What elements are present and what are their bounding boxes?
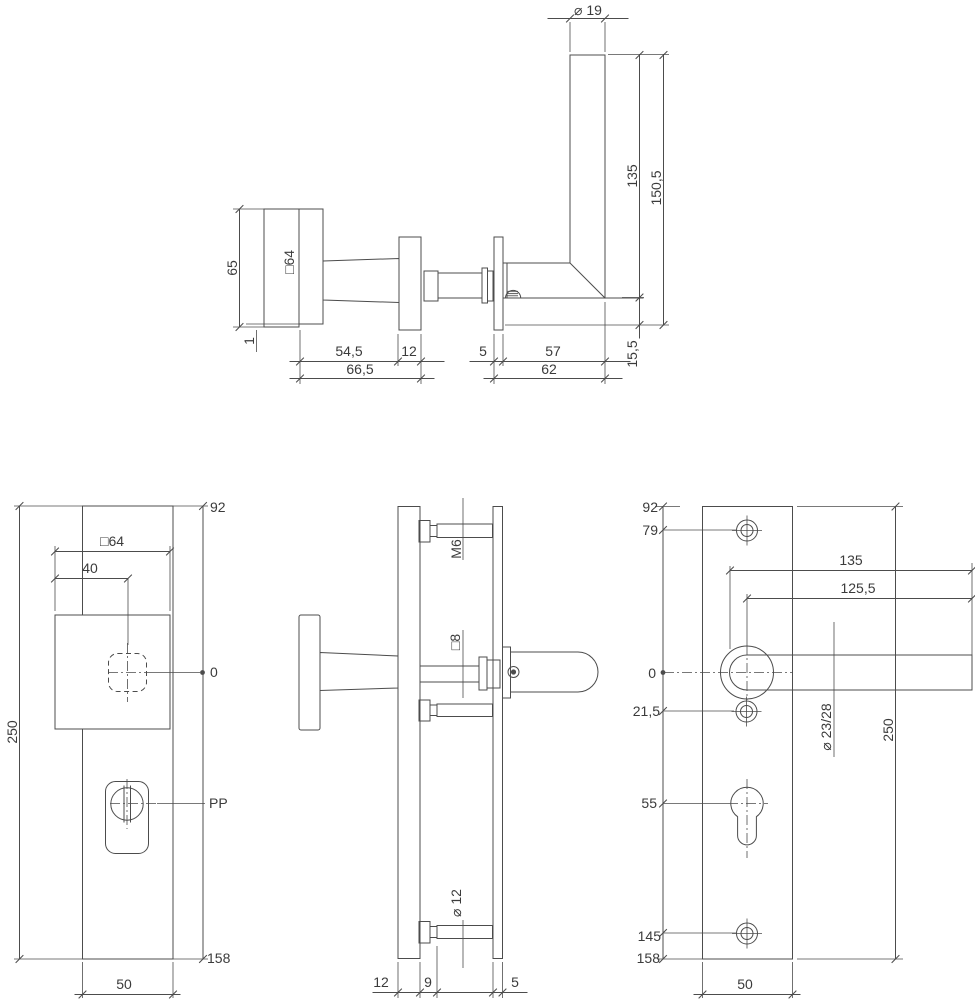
cylinder-escutcheon xyxy=(105,779,205,854)
dim-diameter-19: ⌀ 19 xyxy=(574,2,602,18)
inside-plate-section xyxy=(492,506,503,959)
ref-55: 55 xyxy=(641,795,657,811)
dim-250: 250 xyxy=(4,720,20,744)
dim-5: 5 xyxy=(479,343,487,359)
outside-dimensions: 250 92 0 158 PP □64 40 50 xyxy=(4,499,231,999)
fixing-bolt-bottom xyxy=(418,921,493,944)
dim-135: 135 xyxy=(624,164,640,188)
dim-1: 1 xyxy=(241,337,257,345)
washer xyxy=(487,270,494,302)
view-inside-plate: 92 79 0 21,5 55 145 158 135 125,5 ⌀ 23/2… xyxy=(633,499,975,999)
threaded-spindle xyxy=(437,272,483,299)
dim-50: 50 xyxy=(737,976,753,992)
washer xyxy=(481,267,488,304)
view-cross-section: M6 □8 ⌀ 12 12 9 5 xyxy=(298,498,599,998)
spindle-block xyxy=(423,270,439,302)
dim-40: 40 xyxy=(82,560,98,576)
ref-21-5: 21,5 xyxy=(633,703,660,719)
ref-158: 158 xyxy=(207,950,231,966)
knob-square-front xyxy=(54,614,171,730)
knob-neck xyxy=(322,257,400,304)
view-side-elevation: ⌀ 19 135 150,5 15,5 65 □64 1 xyxy=(224,2,669,384)
fixing-bolt-top xyxy=(418,520,493,543)
dim-m6: M6 xyxy=(448,539,464,559)
dim-9: 9 xyxy=(424,974,432,990)
lever-section xyxy=(502,646,599,699)
dim-250: 250 xyxy=(880,718,896,742)
section-dimensions: M6 □8 ⌀ 12 12 9 5 xyxy=(372,498,528,998)
knob-body xyxy=(298,208,324,325)
dim-square-8: □8 xyxy=(447,634,463,650)
dim-54-5: 54,5 xyxy=(335,343,362,359)
inside-backplate xyxy=(702,506,793,960)
knob-section xyxy=(298,614,321,731)
dim-5: 5 xyxy=(511,974,519,990)
dim-150-5: 150,5 xyxy=(648,170,664,205)
dim-square-64: □64 xyxy=(281,250,297,274)
inside-dimensions: 92 79 0 21,5 55 145 158 135 125,5 ⌀ 23/2… xyxy=(633,499,975,999)
ref-0: 0 xyxy=(210,664,218,680)
inside-rose xyxy=(493,236,504,331)
screw-hole-top xyxy=(731,515,763,546)
outside-backplate xyxy=(82,505,174,960)
dim-15-5: 15,5 xyxy=(624,340,640,367)
ref-92: 92 xyxy=(642,499,658,515)
grub-screw xyxy=(504,289,522,299)
knob-neck-section xyxy=(319,651,399,692)
euro-cylinder-cutout xyxy=(728,779,768,858)
lever-handle-profile xyxy=(502,54,644,299)
ref-92: 92 xyxy=(210,499,226,515)
dim-66-5: 66,5 xyxy=(346,361,373,377)
ref-0: 0 xyxy=(648,665,656,681)
dim-65: 65 xyxy=(224,260,240,276)
dim-diameter-23-28: ⌀ 23/28 xyxy=(818,703,834,751)
spindle-section xyxy=(419,656,501,691)
dim-50: 50 xyxy=(116,976,132,992)
ref-79: 79 xyxy=(642,522,658,538)
dim-diameter-12: ⌀ 12 xyxy=(448,889,464,917)
ref-158: 158 xyxy=(637,950,661,966)
outside-rose xyxy=(398,236,422,331)
dim-12: 12 xyxy=(373,974,389,990)
dim-135: 135 xyxy=(839,552,863,568)
dim-125-5: 125,5 xyxy=(840,580,875,596)
screw-hole-middle xyxy=(731,696,762,727)
side-dimensions: ⌀ 19 135 150,5 15,5 65 □64 1 xyxy=(224,2,669,384)
dim-12: 12 xyxy=(401,343,417,359)
fixing-bolt-middle xyxy=(418,699,493,722)
ref-pp: PP xyxy=(209,795,228,811)
dim-square-64: □64 xyxy=(100,533,124,549)
ref-145: 145 xyxy=(638,928,662,944)
dim-62: 62 xyxy=(541,361,557,377)
dim-57: 57 xyxy=(545,343,561,359)
outside-plate-section xyxy=(397,506,421,959)
view-outside-plate: 250 92 0 158 PP □64 40 50 xyxy=(4,499,231,999)
screw-hole-bottom xyxy=(731,918,763,949)
